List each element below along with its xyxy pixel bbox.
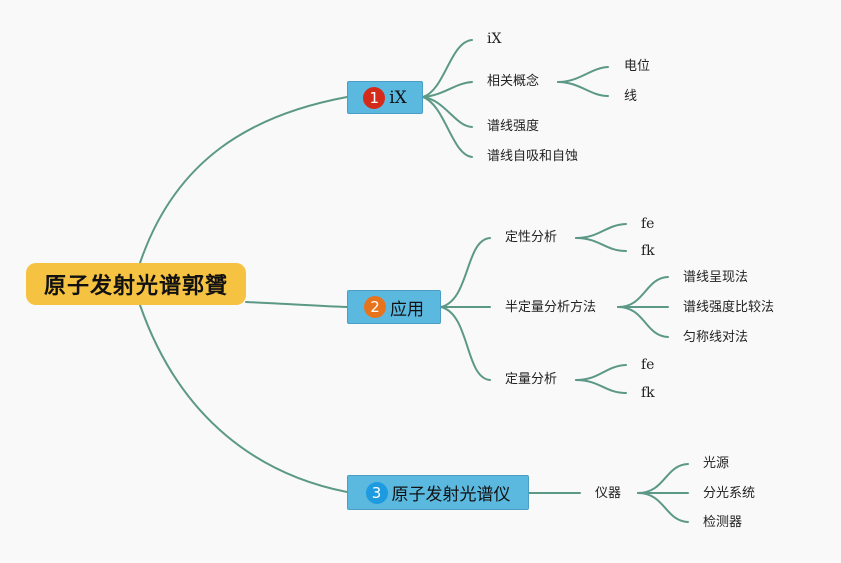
- subtopic-homologous-pair[interactable]: 匀称线对法: [683, 330, 749, 345]
- subtopic-instrument[interactable]: 仪器: [595, 486, 622, 501]
- subtopic-self-absorption[interactable]: 谱线自吸和自蚀: [487, 149, 579, 164]
- subtopic-potential[interactable]: 电位: [624, 59, 651, 74]
- link-b2-c3: [440, 306, 491, 381]
- link-b2c2-g1: [617, 276, 669, 308]
- branch-label: 应用: [390, 299, 424, 320]
- link-b2c1-g2: [575, 237, 627, 252]
- link-b1c2-g2: [557, 81, 609, 97]
- link-root-branch-1: [139, 96, 348, 264]
- link-b2c1-g1: [575, 223, 627, 239]
- link-b1-c1: [422, 39, 473, 98]
- subtopic-dispersion-system[interactable]: 分光系统: [703, 486, 756, 501]
- subtopic-quantitative[interactable]: 定量分析: [505, 372, 558, 387]
- link-root-branch-2: [245, 301, 348, 308]
- subtopic-ix[interactable]: iX: [487, 31, 502, 47]
- subtopic-line-intensity[interactable]: 谱线强度: [487, 119, 540, 134]
- subtopic-semi-quantitative[interactable]: 半定量分析方法: [505, 300, 597, 315]
- link-b2c3-g2: [575, 379, 627, 394]
- subtopic-line-appearance[interactable]: 谱线呈现法: [683, 270, 749, 285]
- number-badge-1-icon: 1: [363, 86, 386, 109]
- subtopic-quantitative-fe[interactable]: fe: [641, 357, 655, 373]
- link-b1c2-g1: [557, 66, 609, 83]
- link-b2-c1: [440, 237, 491, 308]
- link-b3c1-g3: [637, 492, 689, 523]
- branch-topic-2[interactable]: 2 应用: [347, 290, 441, 324]
- link-b3c1-g1: [637, 463, 689, 494]
- number-badge-3-icon: 3: [365, 481, 388, 504]
- subtopic-line[interactable]: 线: [624, 89, 638, 104]
- link-b1-c4: [422, 96, 473, 158]
- link-root-branch-3: [139, 304, 348, 493]
- subtopic-quantitative-fk[interactable]: fk: [641, 385, 655, 401]
- link-b1-c2: [422, 81, 473, 98]
- link-b2c2-g3: [617, 306, 669, 338]
- subtopic-qualitative-fk[interactable]: fk: [641, 243, 655, 259]
- subtopic-related-concepts[interactable]: 相关概念: [487, 74, 540, 89]
- root-topic[interactable]: 原子发射光谱郭贇: [26, 263, 246, 305]
- branch-topic-3[interactable]: 3 原子发射光谱仪: [347, 475, 529, 510]
- branch-label: iX: [389, 87, 407, 108]
- subtopic-qualitative[interactable]: 定性分析: [505, 230, 558, 245]
- branch-topic-1[interactable]: 1 iX: [347, 81, 423, 114]
- branch-label: 原子发射光谱仪: [391, 485, 511, 505]
- subtopic-line-intensity-compare[interactable]: 谱线强度比较法: [683, 300, 775, 315]
- link-b2c3-g1: [575, 364, 627, 381]
- subtopic-light-source[interactable]: 光源: [703, 456, 730, 471]
- subtopic-qualitative-fe[interactable]: fe: [641, 216, 655, 232]
- subtopic-detector[interactable]: 检测器: [703, 515, 743, 530]
- link-b1-c3: [422, 96, 473, 128]
- number-badge-2-icon: 2: [364, 296, 386, 318]
